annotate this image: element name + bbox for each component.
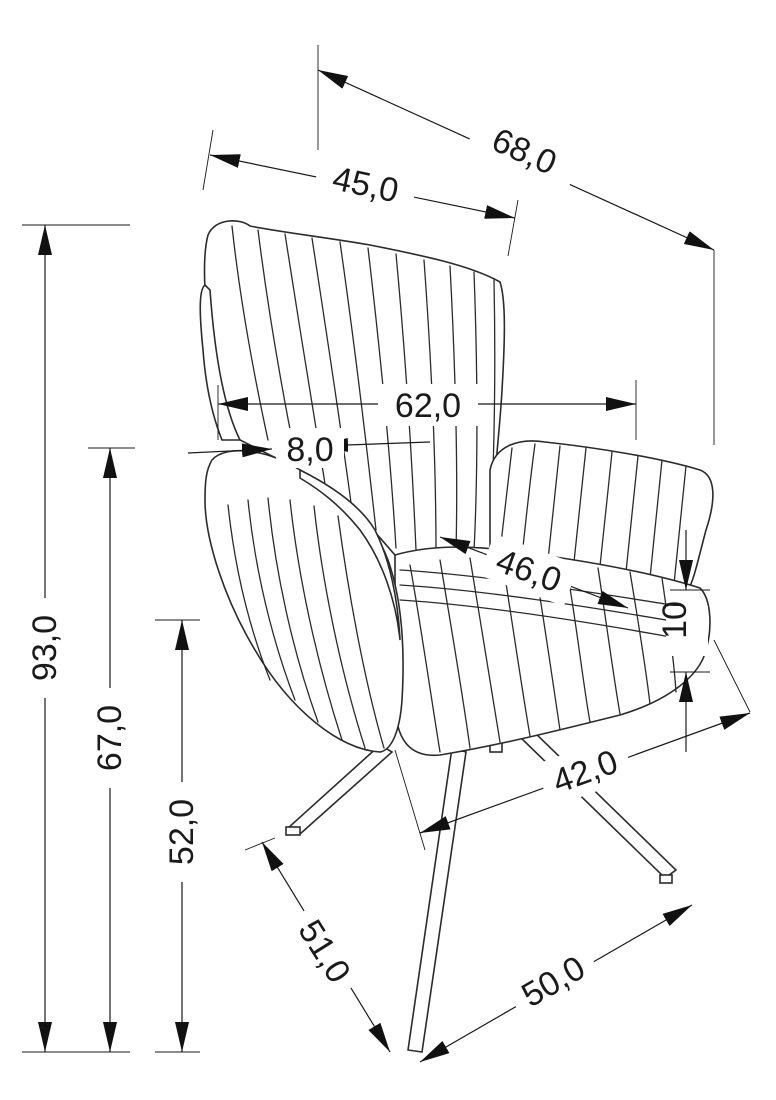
label-total-height: 93,0	[26, 615, 64, 681]
label-total-width: 62,0	[395, 387, 461, 425]
label-seat-height: 52,0	[163, 799, 201, 865]
label-armrest-width: 8,0	[286, 431, 333, 469]
dim-line-armrest-width-left	[187, 443, 273, 458]
chair-illustration	[199, 220, 714, 1053]
left-armrest	[204, 449, 404, 753]
dimension-labels: 68,0 45,0 62,0 8,0 46,0 10 42,0 93,0 67,…	[22, 104, 708, 1024]
label-armrest-height: 67,0	[91, 705, 129, 771]
backrest	[199, 220, 506, 556]
label-seat-cushion-height: 10	[656, 601, 694, 639]
